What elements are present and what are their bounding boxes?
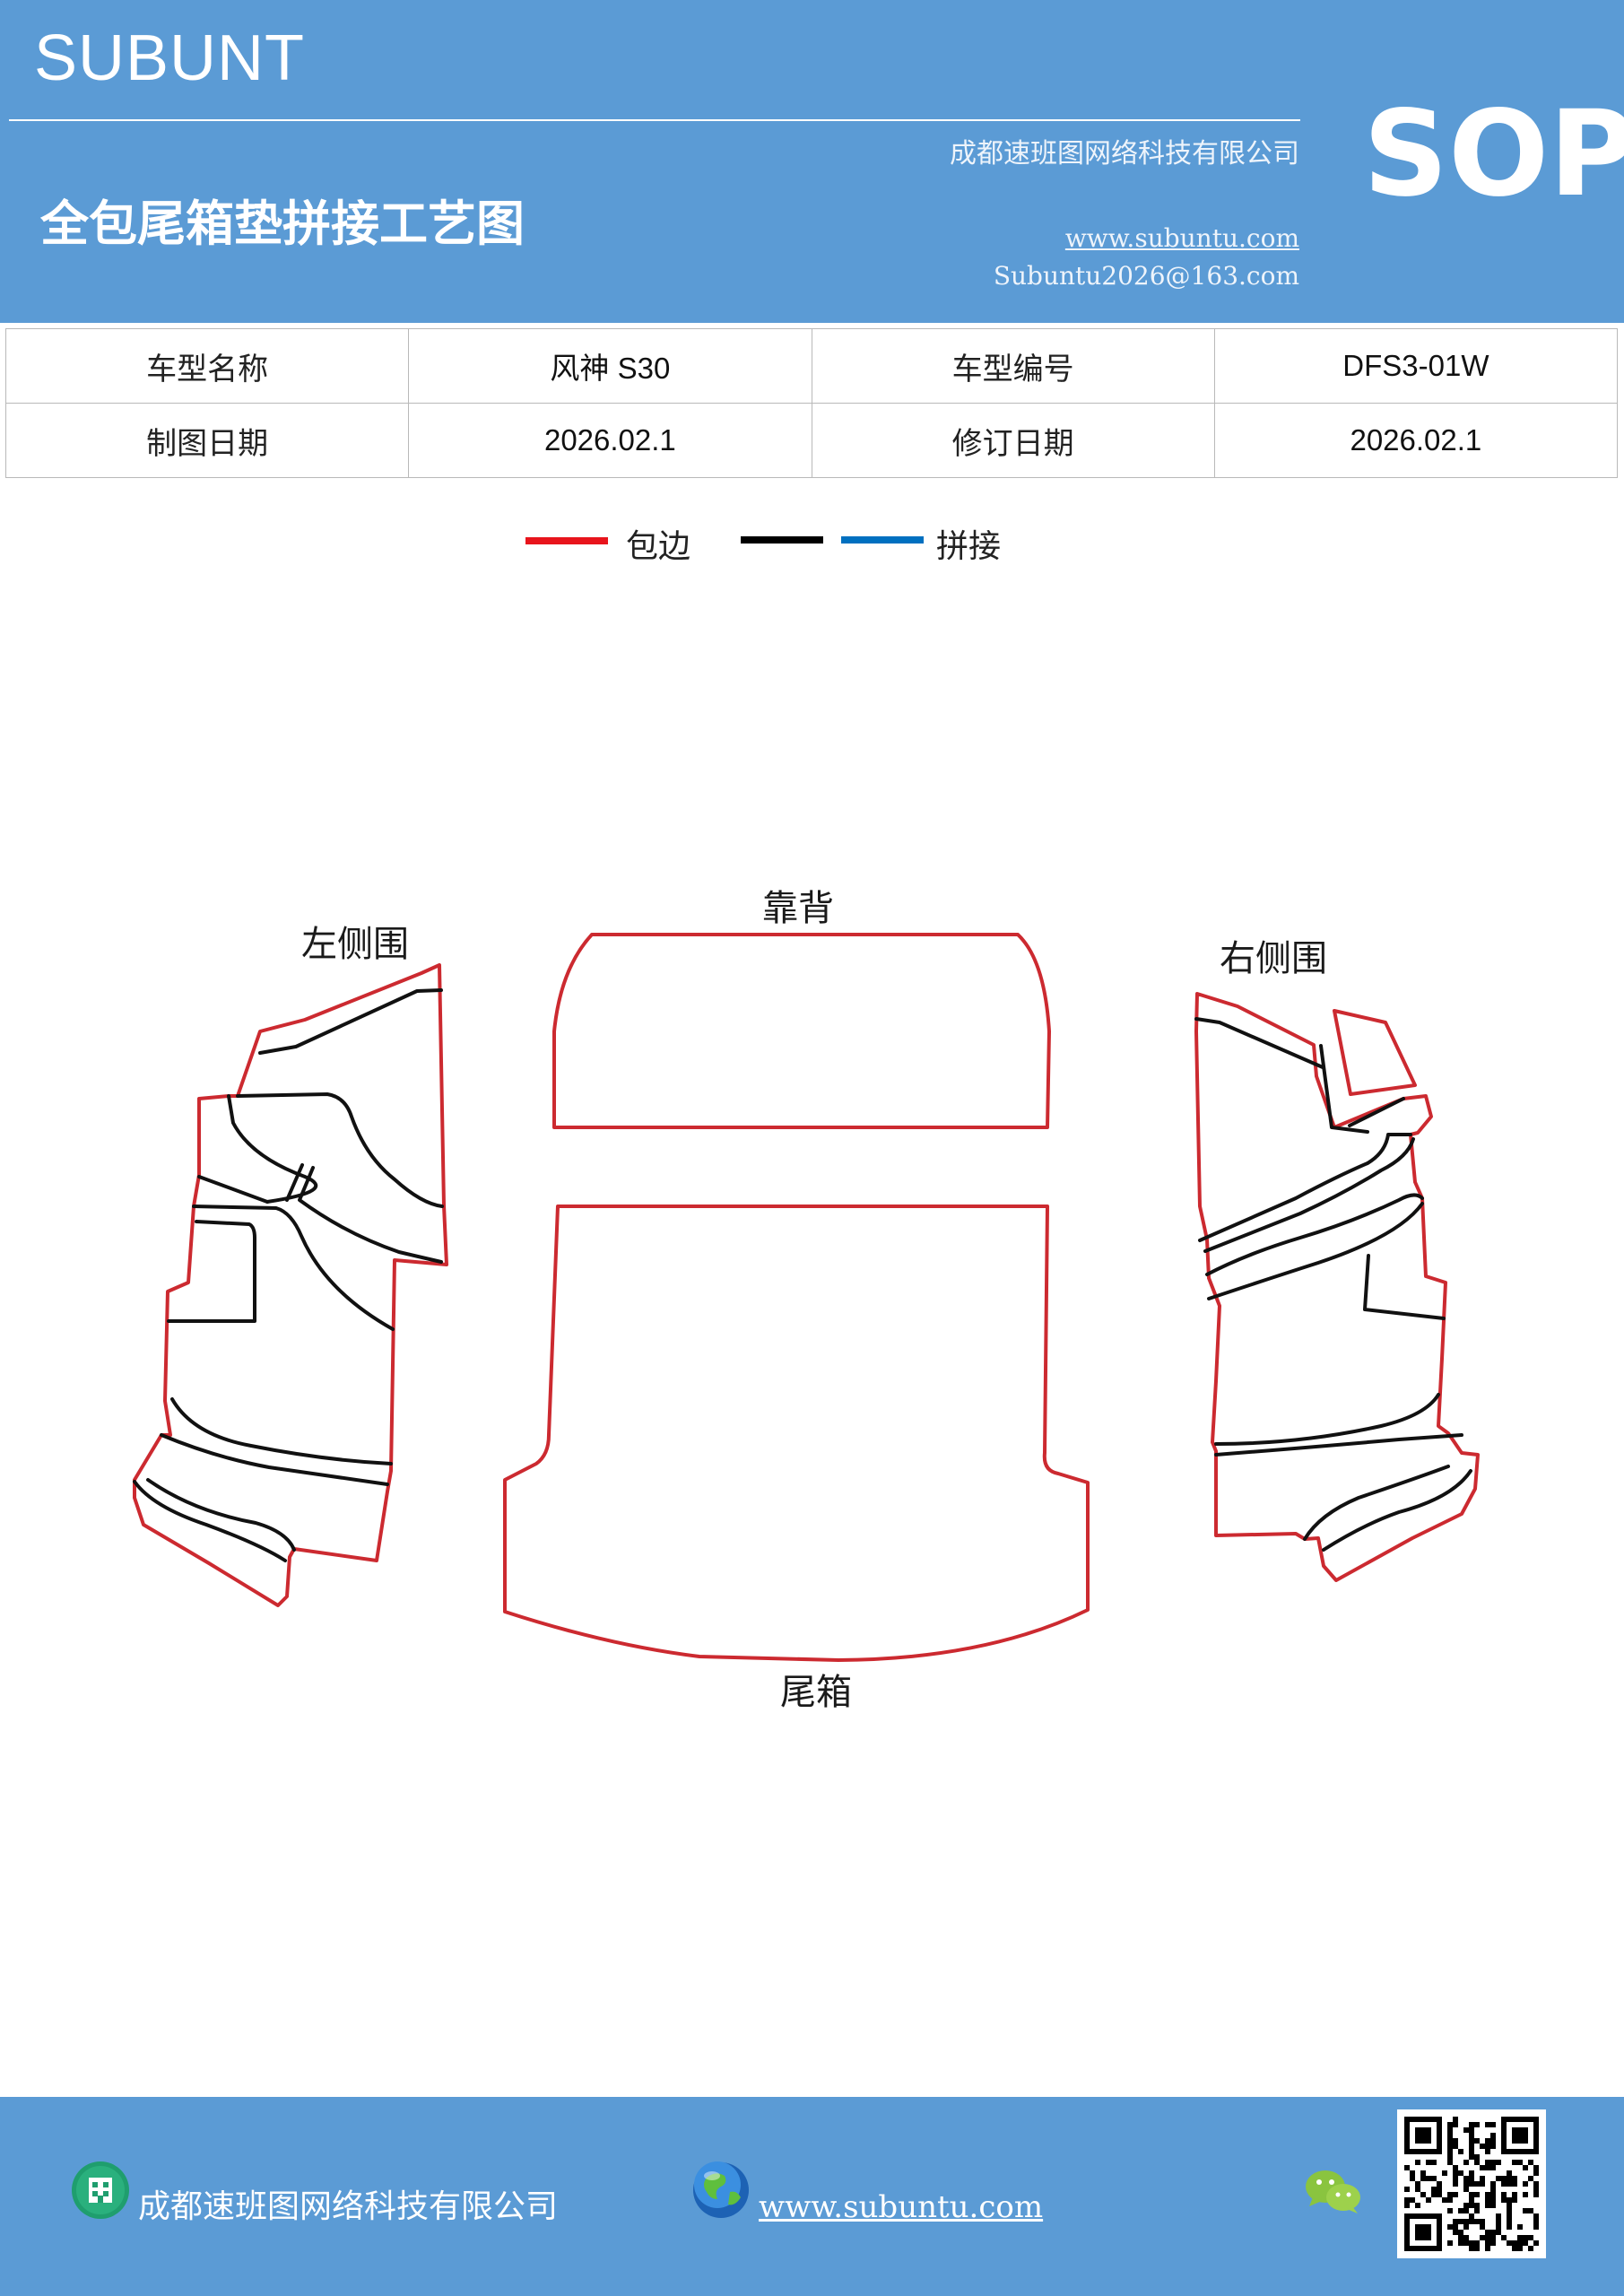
- model-name-label: 车型名称: [4, 328, 410, 404]
- qr-code: [1397, 2109, 1546, 2258]
- drawing-date-label: 制图日期: [4, 403, 410, 478]
- model-code-label: 车型编号: [811, 328, 1215, 404]
- trunk-floor-outline: [503, 1205, 1090, 1662]
- model-code-value: DFS3-01W: [1213, 328, 1619, 404]
- document-title: 全包尾箱垫拼接工艺图: [40, 196, 525, 252]
- footer-website-link[interactable]: www.subuntu.com: [759, 2189, 1044, 2225]
- model-name-value: 风神 S30: [408, 328, 812, 404]
- right-panel-insert-outline: [1333, 1009, 1417, 1096]
- header-divider: [9, 119, 1300, 121]
- revision-date-value: 2026.02.1: [1213, 403, 1619, 478]
- header-company-name: 成都速班图网络科技有限公司: [950, 138, 1299, 170]
- backrest-panel-outline: [552, 933, 1051, 1129]
- globe-icon: [693, 2161, 749, 2218]
- brand-name: SUBUNT: [34, 22, 306, 94]
- right-panel-outline: [1194, 992, 1480, 1582]
- building-icon: [72, 2161, 129, 2219]
- vehicle-info-table: 车型名称 风神 S30 车型编号 DFS3-01W 制图日期 2026.02.1…: [4, 328, 1619, 478]
- left-panel-seams: [133, 988, 444, 1562]
- header-website-link[interactable]: www.subuntu.com: [1064, 223, 1299, 253]
- legend-swatch-blue: [841, 536, 924, 544]
- header-banner: SUBUNT 成都速班图网络科技有限公司 全包尾箱垫拼接工艺图 www.subu…: [0, 0, 1624, 323]
- sop-badge: SOP: [1363, 85, 1624, 223]
- label-right-side: 右侧围: [1220, 938, 1327, 979]
- table-row: 车型名称 风神 S30 车型编号 DFS3-01W: [4, 328, 1619, 404]
- label-trunk: 尾箱: [780, 1672, 852, 1713]
- legend-swatch-black: [741, 536, 823, 544]
- drawing-date-value: 2026.02.1: [408, 403, 812, 478]
- label-backrest: 靠背: [762, 888, 834, 929]
- footer-banner: 成都速班图网络科技有限公司 www.subuntu.com: [0, 2097, 1624, 2296]
- label-left-side: 左侧围: [301, 924, 409, 965]
- left-panel-outline: [133, 963, 448, 1607]
- table-row: 制图日期 2026.02.1 修订日期 2026.02.1: [4, 403, 1619, 478]
- revision-date-label: 修订日期: [811, 403, 1215, 478]
- legend-label-edging: 包边: [626, 528, 691, 565]
- legend-swatch-red: [525, 537, 608, 544]
- wechat-icon: [1306, 2170, 1360, 2213]
- right-panel-seams: [1194, 1017, 1472, 1552]
- qr-code-image: [1404, 2117, 1539, 2251]
- footer-company-name: 成都速班图网络科技有限公司: [138, 2188, 559, 2225]
- legend-label-splice: 拼接: [936, 528, 1002, 565]
- header-email: Subuntu2026@163.com: [993, 261, 1299, 291]
